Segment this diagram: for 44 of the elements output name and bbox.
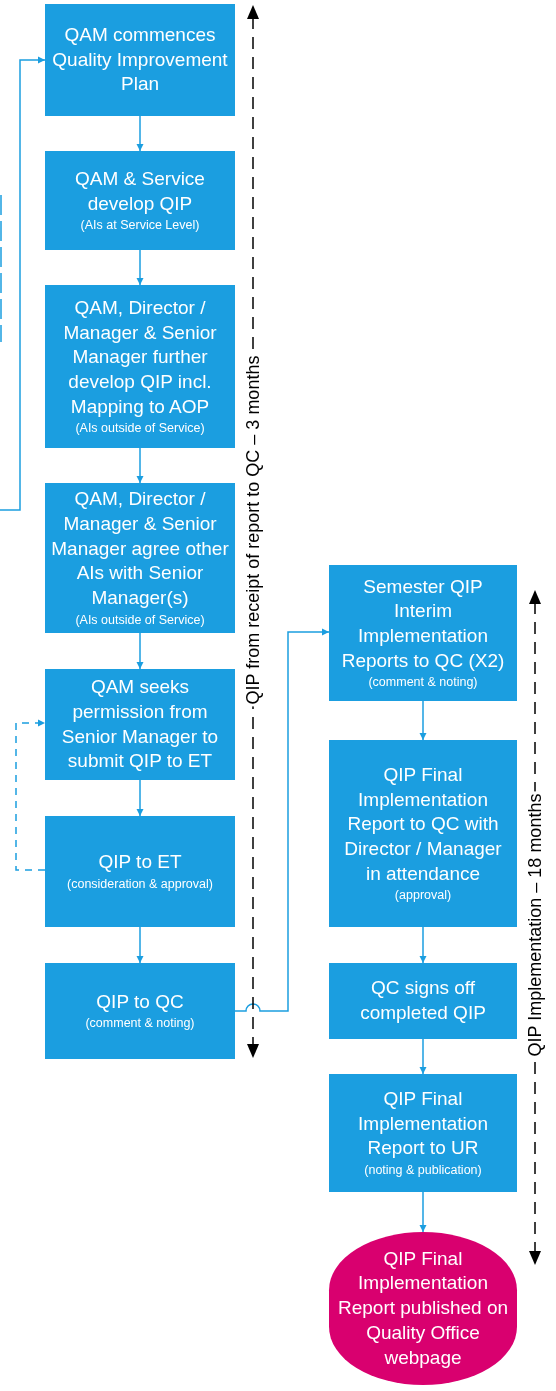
arrow [419,700,427,741]
process-box [45,816,235,927]
process-box [45,285,235,448]
process-box [329,1074,517,1192]
box-title: QIP Final Implementation Report published on Quality Office webpage [336,1246,510,1370]
box-title: QIP to ET [98,850,182,875]
process-box [45,151,235,250]
arrow [136,447,144,484]
box-note: (approval) [394,887,452,905]
box-note: (comment & noting) [85,1015,195,1033]
box-title: QAM & Service develop QIP [74,166,206,216]
arrow [136,632,144,670]
process-box [329,740,517,927]
box-note: (AIs at Service Level) [80,217,200,235]
box-title: Semester QIP Interim Implementation Reports to QC (X2) [340,574,506,673]
arrow [234,628,330,1012]
arrow [419,926,427,964]
box-title: QAM, Director / Manager & Senior Manager agree other AIs with Senior Manager(s) [51,487,229,611]
box-title: QC signs off completed QIP [359,976,487,1025]
process-box [45,963,235,1059]
process-box [329,963,517,1039]
arrow [15,719,46,871]
box-title: QIP Final Implementation Report to QC with Director / Manager in attendance [343,762,503,886]
arrow [0,56,46,511]
process-box [45,483,235,633]
process-box [45,4,235,116]
box-title: QIP Final Implementation Report to UR [357,1087,489,1161]
arrow [419,1191,427,1233]
box-note: (AIs outside of Service) [75,611,205,629]
process-box [45,669,235,780]
box-title: QAM, Director / Manager & Senior Manager further develop QIP incl. Mapping to AOP [62,295,218,419]
box-note: (comment & noting) [368,674,478,692]
box-note: (consideration & approval) [67,875,213,893]
arrow [136,115,144,152]
box-note: (AIs outside of Service) [75,420,205,438]
process-box [329,565,517,701]
arrow [136,779,144,817]
box-title: QIP to QC [96,989,184,1014]
box-title: QAM seeks permission from Senior Manager to submit QIP to ET [60,675,220,774]
arrow [136,249,144,286]
box-note: (noting & publication) [364,1162,482,1179]
arrow [419,1038,427,1075]
box-title: QAM commences Quality Improvement Plan [51,22,229,97]
arrow [136,926,144,964]
